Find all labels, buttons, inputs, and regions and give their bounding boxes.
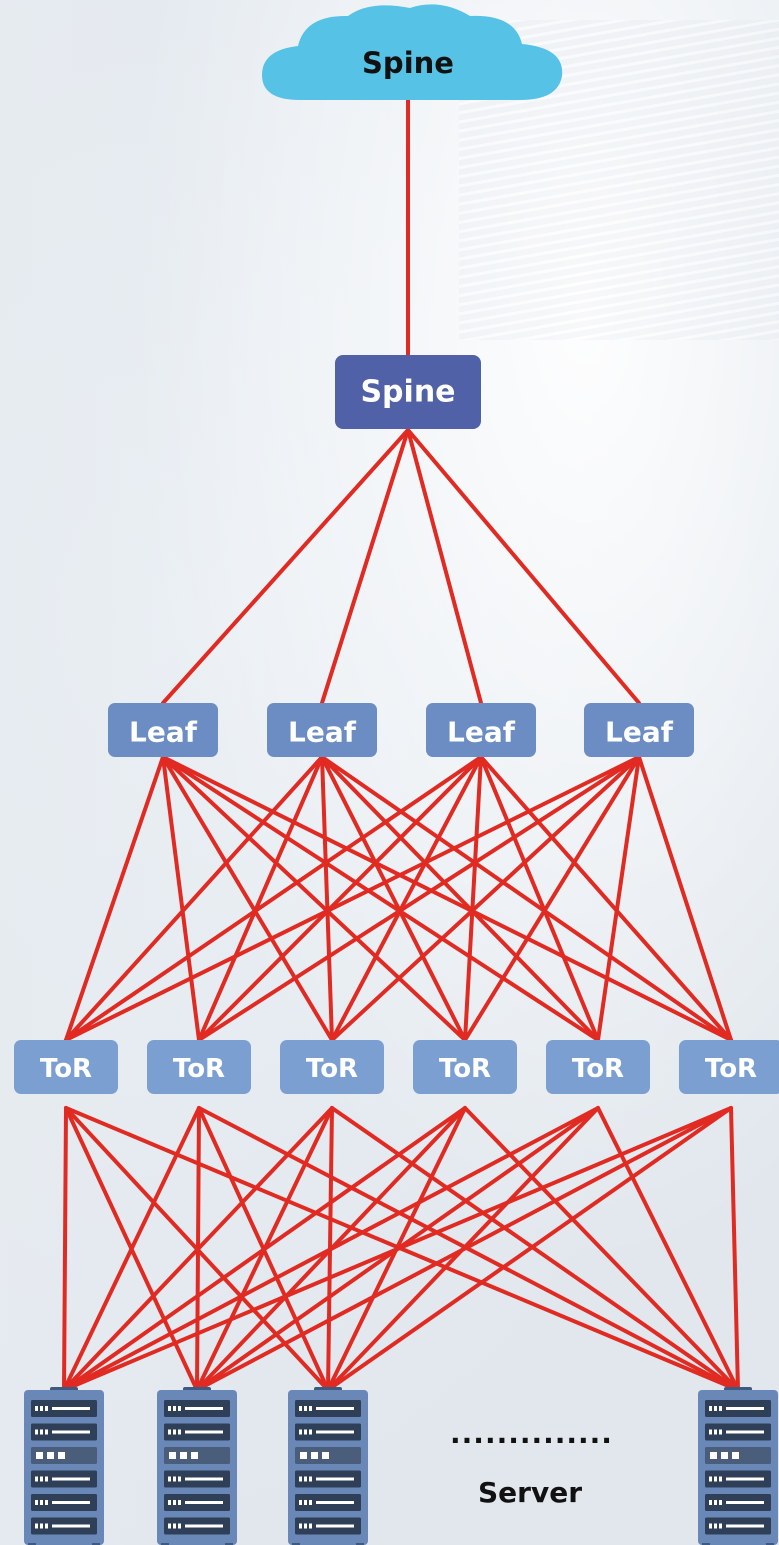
link-tor-server (62, 1106, 68, 1392)
cloud-icon (262, 4, 563, 100)
link-leaf-tor (320, 755, 600, 1042)
tor-box (546, 1040, 650, 1094)
leaf-label: Leaf (447, 716, 516, 749)
tor-label: ToR (173, 1054, 225, 1084)
link-leaf-tor (479, 755, 600, 1042)
tor-switch: ToR (14, 1040, 118, 1094)
link-spine-leaf (406, 428, 483, 705)
leaf-box (267, 703, 377, 757)
leaf-switch: Leaf (108, 703, 218, 757)
tor-switch: ToR (147, 1040, 251, 1094)
link-spine-leaf (320, 428, 410, 705)
link-leaf-tor (320, 755, 733, 1042)
tor-label: ToR (306, 1054, 358, 1084)
leaf-switch: Leaf (267, 703, 377, 757)
tor-box (679, 1040, 779, 1094)
tor-label: ToR (439, 1054, 491, 1084)
leaf-switches: Leaf Leaf Leaf Leaf (108, 703, 694, 757)
tor-label: ToR (40, 1054, 92, 1084)
link-tor-server (62, 1106, 334, 1392)
server-rack-icon (24, 1387, 104, 1545)
link-leaf-tor (330, 755, 641, 1042)
leaf-label: Leaf (288, 716, 357, 749)
spine-label: Spine (360, 375, 455, 410)
tor-box (280, 1040, 384, 1094)
link-tor-server (62, 1106, 733, 1392)
server-label: Server (477, 1476, 582, 1509)
spine-cloud: Spine (262, 4, 563, 100)
leaf-box (584, 703, 694, 757)
link-leaf-tor (197, 755, 641, 1042)
link-leaf-tor (320, 755, 334, 1042)
link-leaf-tor (596, 755, 641, 1042)
tor-label: ToR (572, 1054, 624, 1084)
leaf-switch: Leaf (426, 703, 536, 757)
tor-switch: ToR (413, 1040, 517, 1094)
link-leaf-tor (161, 755, 733, 1042)
spine-box (335, 355, 481, 429)
link-leaf-tor (161, 755, 334, 1042)
cloud-label: Spine (362, 46, 454, 80)
leaf-label: Leaf (605, 716, 674, 749)
link-leaf-tor (161, 755, 201, 1042)
link-leaf-tor (161, 755, 600, 1042)
background-panel (0, 0, 240, 1545)
link-tor-server (62, 1106, 201, 1392)
leaf-label: Leaf (129, 716, 198, 749)
link-leaf-tor (197, 755, 483, 1042)
spine-switch: Spine (335, 355, 481, 429)
link-leaf-tor (64, 755, 641, 1042)
server-rack-icon (698, 1387, 778, 1545)
tor-box (413, 1040, 517, 1094)
link-leaf-tor (320, 755, 467, 1042)
link-tor-server (62, 1106, 467, 1392)
tor-switch: ToR (280, 1040, 384, 1094)
link-leaf-tor (197, 755, 324, 1042)
link-leaf-tor (330, 755, 483, 1042)
link-tor-server (729, 1106, 740, 1392)
leaf-box (426, 703, 536, 757)
server-rack-icon (157, 1387, 237, 1545)
server-ellipsis: .............. (450, 1417, 613, 1450)
link-leaf-tor (64, 755, 165, 1042)
link-leaf-tor (463, 755, 641, 1042)
link-leaf-tor (637, 755, 733, 1042)
tor-box (14, 1040, 118, 1094)
link-spine-leaf (406, 428, 641, 705)
tor-switches: ToR ToR ToR ToR ToR ToR (14, 1040, 779, 1094)
link-leaf-tor (479, 755, 733, 1042)
server-rack-icon (288, 1387, 368, 1545)
link-tor-server (195, 1106, 733, 1392)
link-tor-server (326, 1106, 733, 1392)
link-leaf-tor (64, 755, 324, 1042)
links-layer (62, 98, 740, 1392)
link-leaf-tor (64, 755, 483, 1042)
link-spine-leaf (161, 428, 410, 705)
link-tor-server (463, 1106, 740, 1392)
tor-label: ToR (705, 1054, 757, 1084)
servers (24, 1387, 778, 1545)
tor-box (147, 1040, 251, 1094)
leaf-switch: Leaf (584, 703, 694, 757)
link-leaf-tor (463, 755, 483, 1042)
leaf-box (108, 703, 218, 757)
link-leaf-tor (161, 755, 467, 1042)
tor-switch: ToR (546, 1040, 650, 1094)
tor-switch: ToR (679, 1040, 779, 1094)
link-tor-server (62, 1106, 600, 1392)
